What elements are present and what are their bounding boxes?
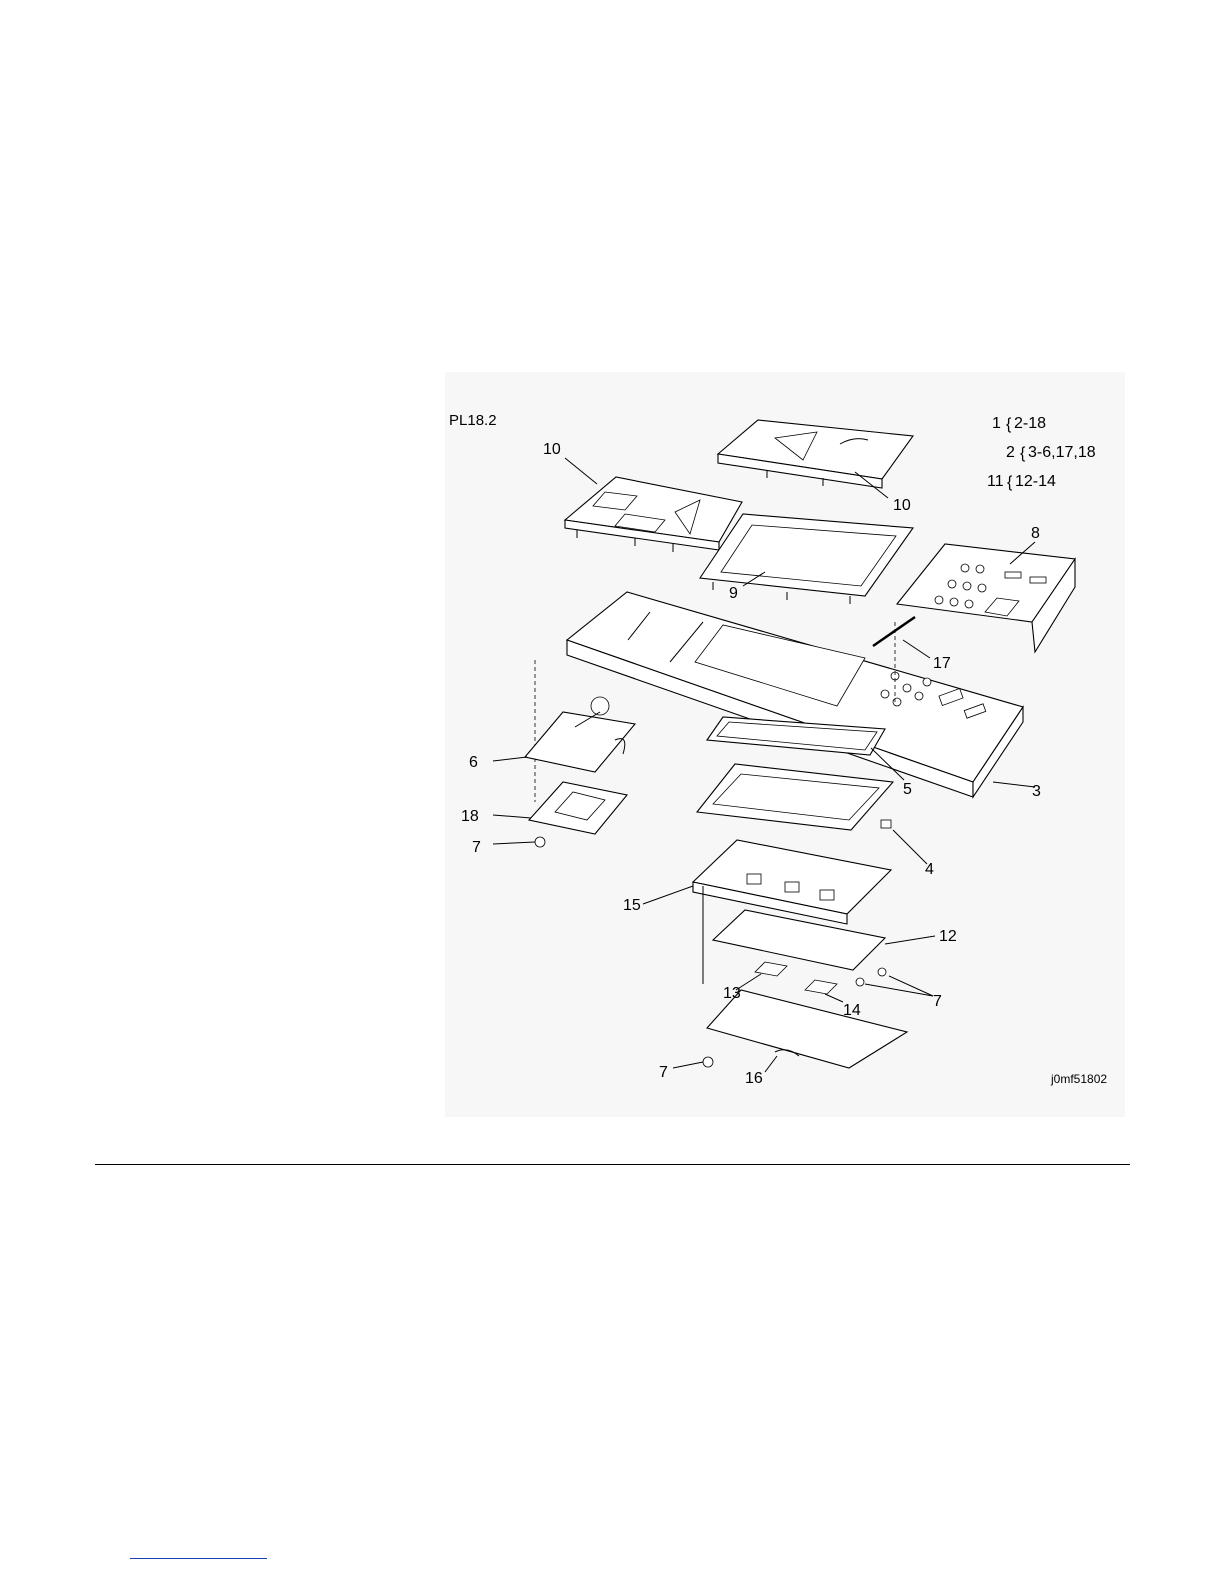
legend-brace: { [1006,416,1012,433]
part-14-connector [805,980,837,994]
callout: 8 [1031,525,1040,542]
parts-diagram: PL18.2 1 { 2-18 2 { 3-6,17,18 11 { 12-14 [445,372,1125,1117]
assembly-legend: 1 { 2-18 2 { 3-6,17,18 11 { 12-14 [987,415,1096,491]
part-8-keypad-cover [897,544,1075,652]
screw-right-b [878,968,886,976]
legend-brace: { [1020,445,1026,462]
callout: 4 [925,861,934,878]
legend-item: 11 [987,473,1004,490]
part-13-connector [755,962,787,976]
part-17-rod [873,617,915,646]
exploded-view-drawing: PL18.2 1 { 2-18 2 { 3-6,17,18 11 { 12-14 [445,372,1125,1117]
callout: 15 [623,897,641,914]
callout: 10 [543,441,561,458]
figure-title: PL18.2 [449,412,497,429]
part-12-board [713,910,885,970]
screw-right-a [856,978,864,986]
part-10-left-cover [565,477,742,552]
callout: 7 [472,839,481,856]
callout: 6 [469,754,478,771]
callout: 12 [939,928,957,945]
screw-left [535,837,545,847]
figure-id: j0mf51802 [1050,1072,1107,1086]
legend-brace: { [1007,474,1013,491]
legend-range: 3-6,17,18 [1028,444,1096,461]
callout: 7 [933,993,942,1010]
legend-range: 2-18 [1014,415,1046,432]
callout: 9 [729,585,738,602]
part-10-right-cover [718,420,913,488]
callout: 3 [1032,783,1041,800]
part-6-board [525,697,635,772]
legend-item: 2 [1006,444,1015,461]
page-divider [95,1164,1130,1165]
callout: 7 [659,1064,668,1081]
footer-link-underline [130,1558,267,1559]
callout: 17 [933,655,951,672]
part-3-console-frame [567,592,1023,797]
callout: 10 [893,497,911,514]
callout: 5 [903,781,912,798]
part-18-bracket [529,782,627,834]
callout: 16 [745,1070,763,1087]
callout: 18 [461,808,479,825]
legend-item: 1 [992,415,1001,432]
legend-range: 12-14 [1015,473,1056,490]
screw-bottom [703,1057,713,1067]
part-4-lcd [697,764,893,830]
callout: 14 [843,1002,861,1019]
callout: 13 [723,985,741,1002]
